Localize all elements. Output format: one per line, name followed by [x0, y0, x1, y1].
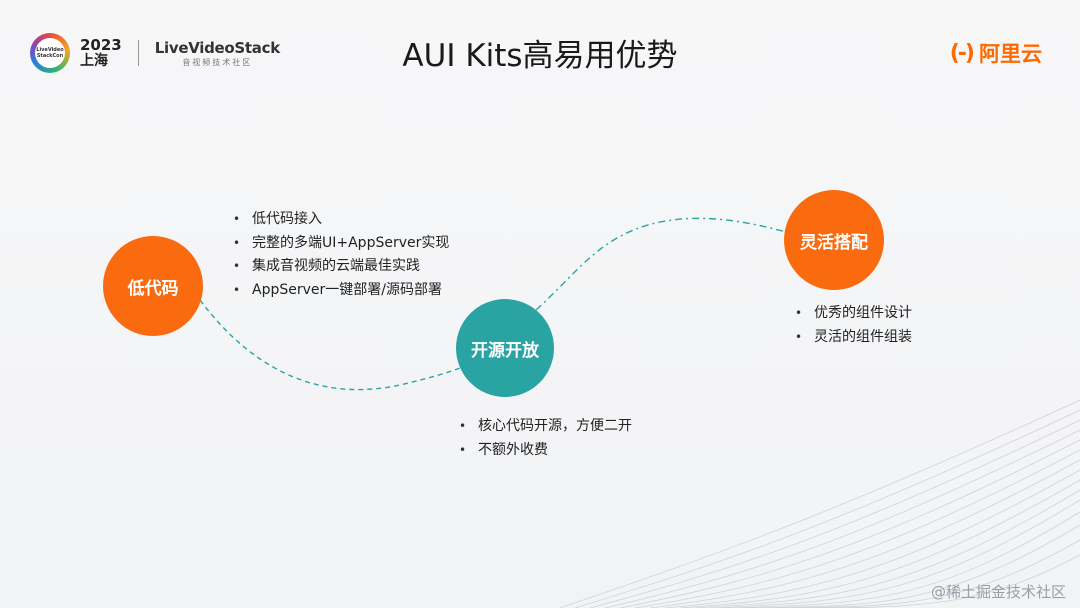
event-logo: LiveVideo StackCon 2023 上海 LiveVideoStac…: [30, 30, 280, 76]
brand-name: LiveVideoStack: [154, 38, 280, 57]
slide-title: AUI Kits高易用优势: [402, 38, 678, 74]
list-item: 集成音视频的云端最佳实践: [230, 255, 449, 279]
event-year-block: 2023 上海: [80, 37, 122, 69]
event-ring-icon: LiveVideo StackCon: [30, 33, 70, 73]
watermark: @稀土掘金技术社区: [930, 583, 1066, 601]
node-flexible: 灵活搭配: [784, 190, 884, 290]
node-low-code-label: 低代码: [127, 278, 179, 299]
node-low-code-bullets: 低代码接入 完整的多端UI+AppServer实现 集成音视频的云端最佳实践 A…: [230, 208, 449, 302]
node-open-source: 开源开放: [456, 299, 554, 397]
node-open-source-label: 开源开放: [471, 340, 539, 361]
list-item: AppServer一键部署/源码部署: [230, 279, 449, 303]
aliyun-logo: (-) 阿里云: [950, 38, 1042, 68]
node-flexible-label: 灵活搭配: [800, 232, 868, 253]
event-city: 上海: [80, 53, 108, 69]
event-ring-text: LiveVideo StackCon: [35, 38, 65, 68]
brand-subtitle: 音视频技术社区: [182, 57, 253, 67]
list-item: 完整的多端UI+AppServer实现: [230, 232, 449, 256]
brand-logo: LiveVideoStack 音视频技术社区: [155, 39, 280, 68]
list-item: 低代码接入: [230, 208, 449, 232]
node-low-code: 低代码: [103, 236, 203, 336]
list-item: 不额外收费: [456, 439, 632, 463]
node-open-source-bullets: 核心代码开源，方便二开 不额外收费: [456, 415, 632, 462]
aliyun-name: 阿里云: [979, 42, 1042, 66]
list-item: 优秀的组件设计: [792, 302, 912, 326]
logo-divider: [137, 40, 139, 66]
node-flexible-bullets: 优秀的组件设计 灵活的组件组装: [792, 302, 912, 349]
list-item: 核心代码开源，方便二开: [456, 415, 632, 439]
list-item: 灵活的组件组装: [792, 326, 912, 350]
aliyun-mark-icon: (-): [949, 40, 975, 66]
event-year: 2023: [80, 36, 122, 54]
